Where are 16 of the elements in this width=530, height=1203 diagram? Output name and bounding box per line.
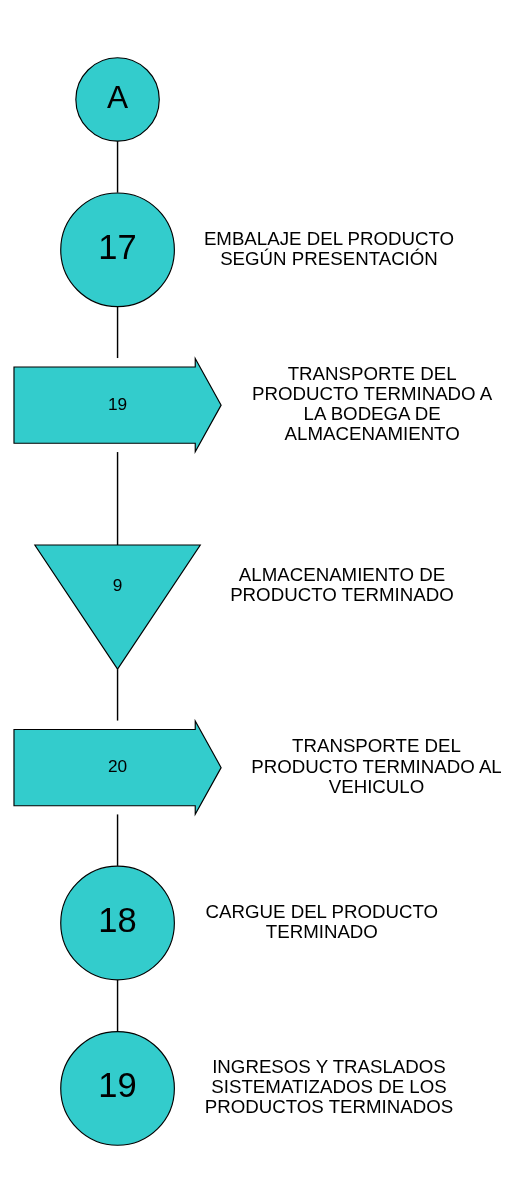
connector (116, 140, 119, 194)
node-label: ALMACENAMIENTO DE PRODUCTO TERMINADO (230, 564, 454, 606)
connector (116, 813, 119, 867)
connector (116, 306, 119, 359)
node-circle: 18 (60, 865, 175, 981)
connector (116, 979, 119, 1032)
connector (116, 451, 119, 546)
node-label: CARGUE DEL PRODUCTO TERMINADO (205, 900, 439, 942)
node-circle: 19 (60, 1031, 175, 1146)
node-circle: A (75, 57, 160, 142)
node-label: INGRESOS Y TRASLADOS SISTEMATIZADOS DE LOS PRODUCTOS TERMINADOS (204, 1056, 454, 1118)
connector (116, 668, 119, 722)
node-label: EMBALAJE DEL PRODUCTO SEGÚN PRESENTACIÓN (203, 227, 455, 269)
node-label: TRANSPORTE DEL PRODUCTO TERMINADO A LA BODEGA DE ALMACENAMIENTO (252, 362, 493, 445)
node-label: TRANSPORTE DEL PRODUCTO TERMINADO AL VEHICULO (251, 735, 502, 797)
node-circle: 17 (60, 192, 175, 308)
